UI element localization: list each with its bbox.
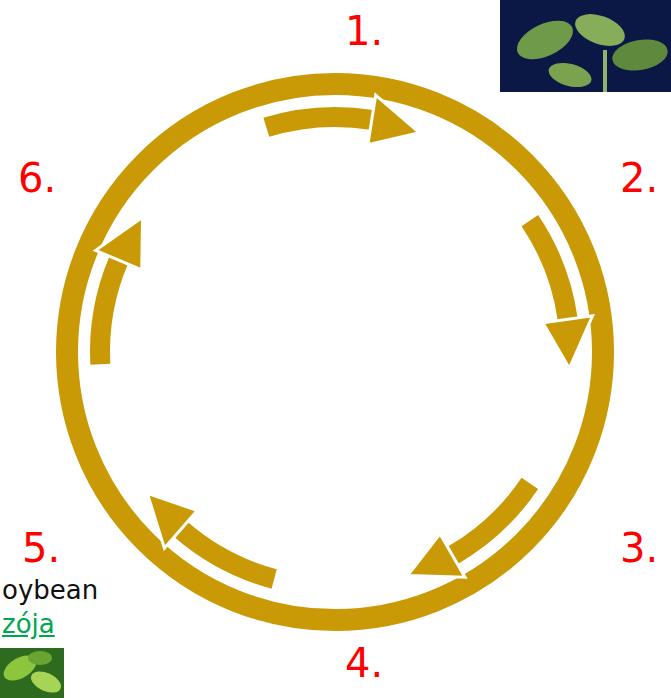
soybean-photo [0, 648, 64, 698]
plant-photo [500, 0, 671, 92]
callout-number: 6. [18, 155, 56, 201]
cycle-ring [67, 84, 603, 620]
species-link: zója [2, 610, 55, 640]
callout-number: 5. [22, 525, 60, 571]
cycle-arrow [400, 471, 551, 604]
callout-number: 1. [345, 8, 383, 54]
callout-number: 2. [620, 155, 658, 201]
callout-number: 4. [345, 640, 383, 686]
cycle-arrow [67, 208, 155, 369]
callout-number: 3. [620, 525, 658, 571]
cycle-arrow [127, 483, 282, 608]
species-name: oybean [2, 576, 98, 606]
cycle-arrow [266, 93, 420, 145]
cycle-arrow [515, 211, 605, 372]
